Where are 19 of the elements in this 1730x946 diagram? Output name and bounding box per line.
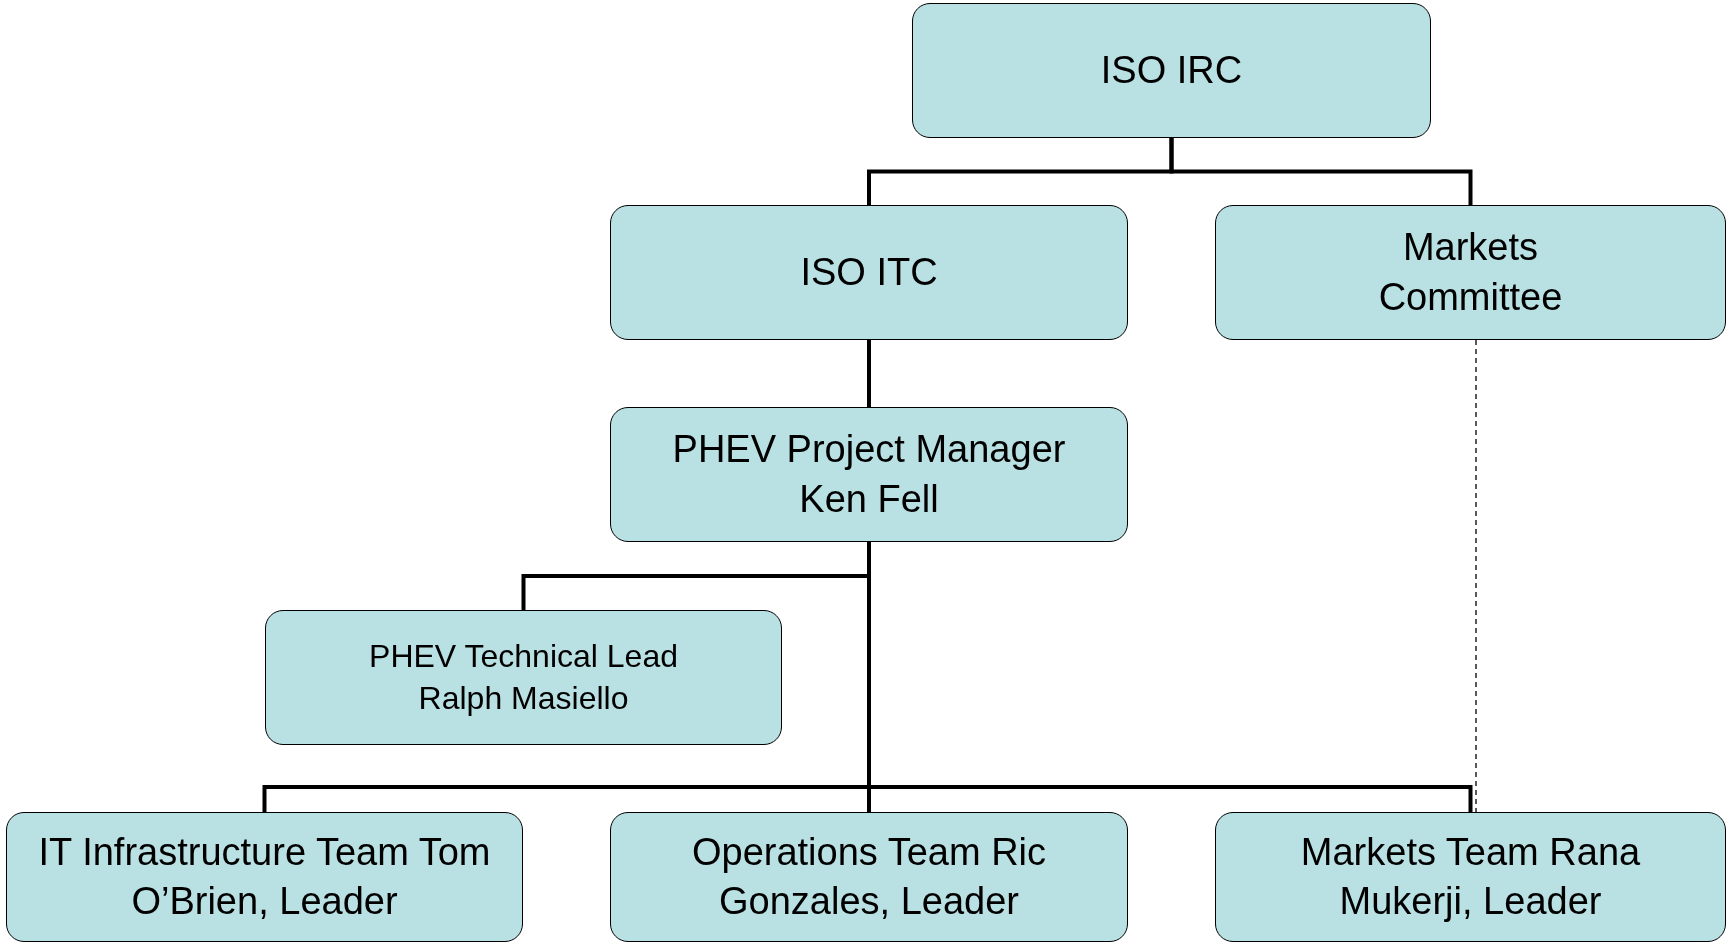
box-label: PHEV Technical Lead Ralph Masiello bbox=[368, 636, 679, 718]
box-label: ISO IRC bbox=[1100, 47, 1243, 93]
box-label: IT Infrastructure Team Tom O’Brien, Leader bbox=[37, 829, 492, 924]
connector-line bbox=[1169, 138, 1473, 205]
box-label: PHEV Project Manager Ken Fell bbox=[671, 427, 1067, 522]
box-label: Markets Committee bbox=[1377, 225, 1564, 320]
connector-line bbox=[867, 340, 871, 407]
dashed-connector bbox=[1475, 339, 1477, 813]
org-box bbox=[265, 610, 782, 745]
org-box bbox=[1215, 812, 1726, 942]
org-box bbox=[610, 205, 1128, 340]
box-label: ISO ITC bbox=[800, 249, 938, 295]
org-box bbox=[610, 407, 1128, 542]
box-label: Operations Team Ric Gonzales, Leader bbox=[690, 829, 1048, 924]
box-label: Markets Team Rana Mukerji, Leader bbox=[1299, 829, 1642, 924]
org-box bbox=[912, 3, 1431, 138]
org-box bbox=[1215, 205, 1726, 340]
org-box bbox=[6, 812, 523, 942]
org-box bbox=[610, 812, 1128, 942]
